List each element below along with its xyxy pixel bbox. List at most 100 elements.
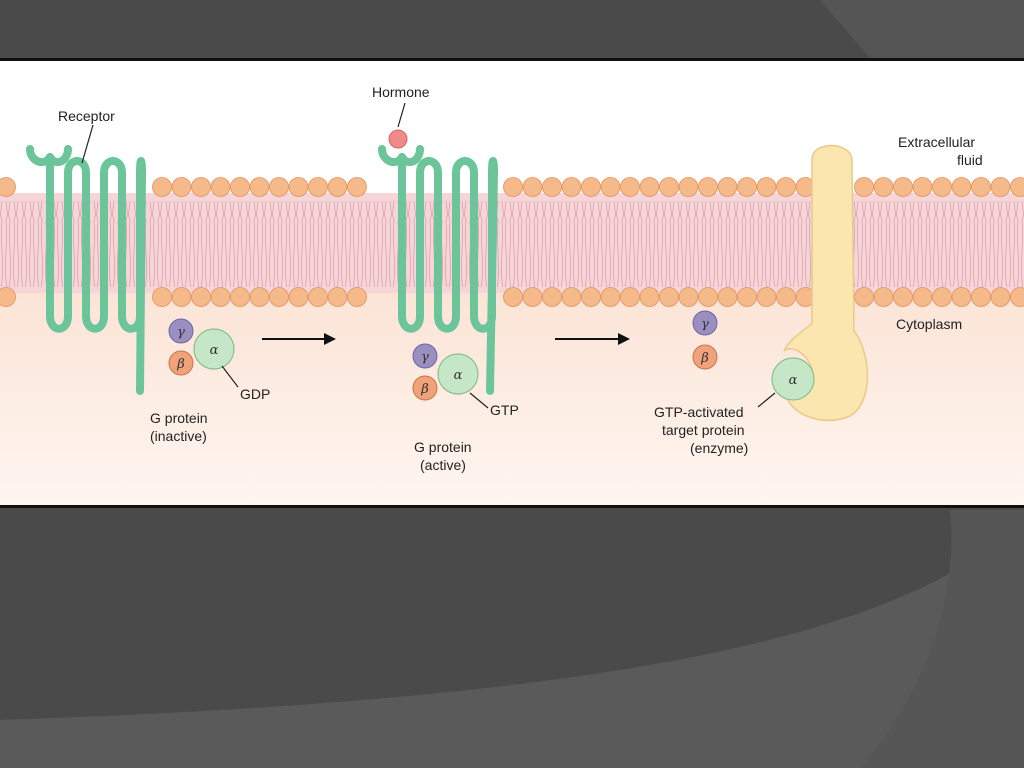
lipid-head bbox=[620, 177, 640, 197]
lipid-head bbox=[600, 287, 621, 307]
lipid-head bbox=[152, 287, 172, 307]
lipid-head bbox=[249, 287, 270, 307]
lipid-head bbox=[327, 287, 348, 307]
lipid-head bbox=[659, 287, 679, 307]
lipid-head bbox=[0, 177, 16, 197]
lipid-head bbox=[951, 287, 972, 307]
g-protein-inactive: α γ β bbox=[168, 318, 235, 376]
receptor-active bbox=[378, 145, 498, 395]
gdp-label: GDP bbox=[240, 386, 270, 402]
lipid-head bbox=[659, 177, 679, 197]
target-protein-label-line1: GTP-activated bbox=[654, 404, 743, 420]
lipid-head bbox=[1010, 287, 1024, 307]
lipid-head bbox=[932, 287, 952, 307]
lipid-head bbox=[210, 177, 231, 197]
lipid-head bbox=[503, 287, 523, 307]
lipid-head bbox=[639, 177, 660, 197]
lipid-head bbox=[698, 287, 718, 307]
lipid-head bbox=[288, 287, 309, 307]
lipid-head bbox=[171, 287, 192, 307]
g-protein-active-label-line2: (active) bbox=[420, 457, 466, 473]
target-enzyme-shape bbox=[783, 144, 869, 422]
lipid-head bbox=[152, 177, 172, 197]
receptor-label: Receptor bbox=[58, 108, 115, 124]
lipid-head bbox=[717, 287, 738, 307]
lipid-head bbox=[308, 177, 328, 197]
lipid-head bbox=[776, 287, 796, 307]
cytoplasm-label: Cytoplasm bbox=[896, 316, 962, 332]
extracellular-label-line2: fluid bbox=[957, 152, 983, 168]
lipid-head bbox=[269, 177, 289, 197]
target-protein-label-line2: target protein bbox=[662, 422, 745, 438]
lipid-head bbox=[698, 177, 718, 197]
g-protein-inactive-label-line1: G protein bbox=[150, 410, 208, 426]
gamma-subunit-label: γ bbox=[177, 325, 185, 340]
lipid-bilayer-heads bbox=[0, 177, 1024, 307]
lipid-head bbox=[522, 287, 543, 307]
extracellular-region bbox=[0, 61, 1024, 181]
hormone-ligand bbox=[388, 129, 408, 149]
lipid-head bbox=[912, 177, 933, 197]
gamma-subunit-label: γ bbox=[421, 350, 429, 365]
alpha-subunit-label: α bbox=[789, 373, 798, 388]
lipid-head bbox=[893, 177, 913, 197]
lipid-head bbox=[971, 177, 991, 197]
cytoplasm-region bbox=[0, 293, 1024, 505]
gamma-subunit-label: γ bbox=[701, 317, 709, 332]
lipid-head bbox=[503, 177, 523, 197]
arrow-step-1 bbox=[262, 333, 336, 345]
lipid-head bbox=[678, 287, 699, 307]
g-protein-inactive-label-line2: (inactive) bbox=[150, 428, 207, 444]
lipid-head bbox=[210, 287, 231, 307]
gtp-label: GTP bbox=[490, 402, 519, 418]
alpha-subunit-label: α bbox=[210, 343, 219, 358]
lipid-head bbox=[639, 287, 660, 307]
g-protein-diagram: α γ β α γ β γ β α bbox=[0, 61, 1024, 505]
extracellular-label-line1: Extracellular bbox=[898, 134, 975, 150]
lipid-head bbox=[581, 177, 601, 197]
lipid-head bbox=[269, 287, 289, 307]
alpha-subunit-label: α bbox=[454, 368, 463, 383]
lipid-head bbox=[990, 287, 1011, 307]
lipid-head bbox=[542, 287, 562, 307]
lipid-head bbox=[600, 177, 621, 197]
lipid-head bbox=[581, 287, 601, 307]
receptor-inactive bbox=[26, 145, 146, 395]
lipid-head bbox=[854, 177, 874, 197]
hormone-label: Hormone bbox=[372, 84, 430, 100]
lipid-head bbox=[737, 177, 757, 197]
lipid-head bbox=[522, 177, 543, 197]
lipid-head bbox=[932, 177, 952, 197]
beta-gamma-dimer: γ β bbox=[692, 310, 718, 370]
lipid-head bbox=[249, 177, 270, 197]
arrow-step-2 bbox=[555, 333, 630, 345]
lipid-head bbox=[561, 177, 582, 197]
alpha-gtp-bound: α bbox=[771, 357, 815, 401]
lipid-head bbox=[1010, 177, 1024, 197]
beta-subunit-label: β bbox=[420, 382, 429, 397]
lipid-head bbox=[542, 177, 562, 197]
lipid-head bbox=[990, 177, 1011, 197]
lipid-head bbox=[191, 177, 211, 197]
lipid-head bbox=[0, 287, 16, 307]
lipid-head bbox=[327, 177, 348, 197]
lipid-head bbox=[873, 177, 894, 197]
lipid-head bbox=[561, 287, 582, 307]
lipid-head bbox=[971, 287, 991, 307]
lipid-head bbox=[912, 287, 933, 307]
lipid-head bbox=[620, 287, 640, 307]
lipid-head bbox=[678, 177, 699, 197]
target-protein-label-line3: (enzyme) bbox=[690, 440, 748, 456]
lipid-head bbox=[873, 287, 894, 307]
lipid-head bbox=[288, 177, 309, 197]
lipid-head bbox=[717, 177, 738, 197]
beta-subunit-label: β bbox=[176, 357, 185, 372]
lipid-head bbox=[854, 287, 874, 307]
lipid-head bbox=[308, 287, 328, 307]
lipid-head bbox=[230, 287, 250, 307]
g-protein-active-label-line1: G protein bbox=[414, 439, 472, 455]
lipid-head bbox=[951, 177, 972, 197]
figure-panel: α γ β α γ β γ β α bbox=[0, 58, 1024, 508]
g-protein-active: α γ β bbox=[412, 343, 479, 401]
lipid-head bbox=[171, 177, 192, 197]
